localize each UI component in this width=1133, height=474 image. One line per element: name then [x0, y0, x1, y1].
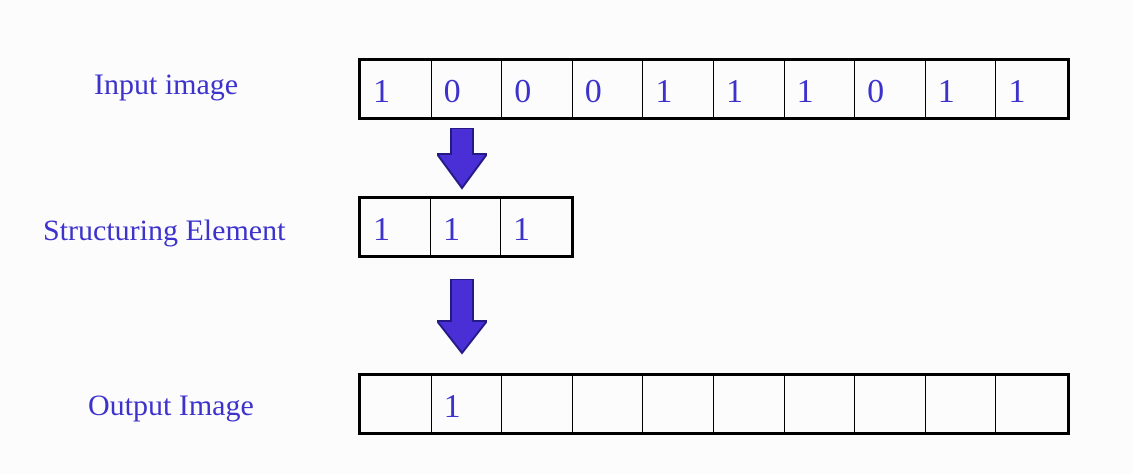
- output-cell: [361, 376, 432, 432]
- output-cell: [502, 376, 573, 432]
- input-cell: 1: [643, 61, 714, 117]
- output-cell: [643, 376, 714, 432]
- structuring-element-label: Structuring Element: [43, 214, 286, 247]
- input-cell: 0: [432, 61, 503, 117]
- input-image-label: Input image: [94, 68, 239, 101]
- input-cell: 0: [502, 61, 573, 117]
- input-cell: 1: [714, 61, 785, 117]
- input-cell: 1: [1008, 73, 1026, 110]
- output-image-row: 1: [358, 373, 1070, 435]
- output-cell: [996, 376, 1067, 432]
- output-image-label: Output Image: [88, 389, 254, 422]
- output-cell: [785, 376, 856, 432]
- input-image-row: 1 0 0 0 1 1 1 0 1 1: [358, 58, 1070, 120]
- output-cell: [855, 376, 926, 432]
- input-cell: 1: [361, 61, 432, 117]
- input-cell: 0: [855, 61, 926, 117]
- structuring-cell: 1: [431, 199, 501, 255]
- down-arrow-icon: [437, 128, 487, 204]
- output-cell: [573, 376, 644, 432]
- output-cell: [714, 376, 785, 432]
- input-cell: 1: [926, 61, 997, 117]
- structuring-cell: 1: [513, 211, 530, 248]
- output-cell: 1: [432, 376, 503, 432]
- input-cell: 1: [785, 61, 856, 117]
- input-cell: 0: [573, 61, 644, 117]
- structuring-element-row: 1 1 1: [358, 196, 574, 258]
- output-cell: [926, 376, 997, 432]
- down-arrow-icon: [437, 279, 487, 355]
- structuring-cell: 1: [361, 199, 431, 255]
